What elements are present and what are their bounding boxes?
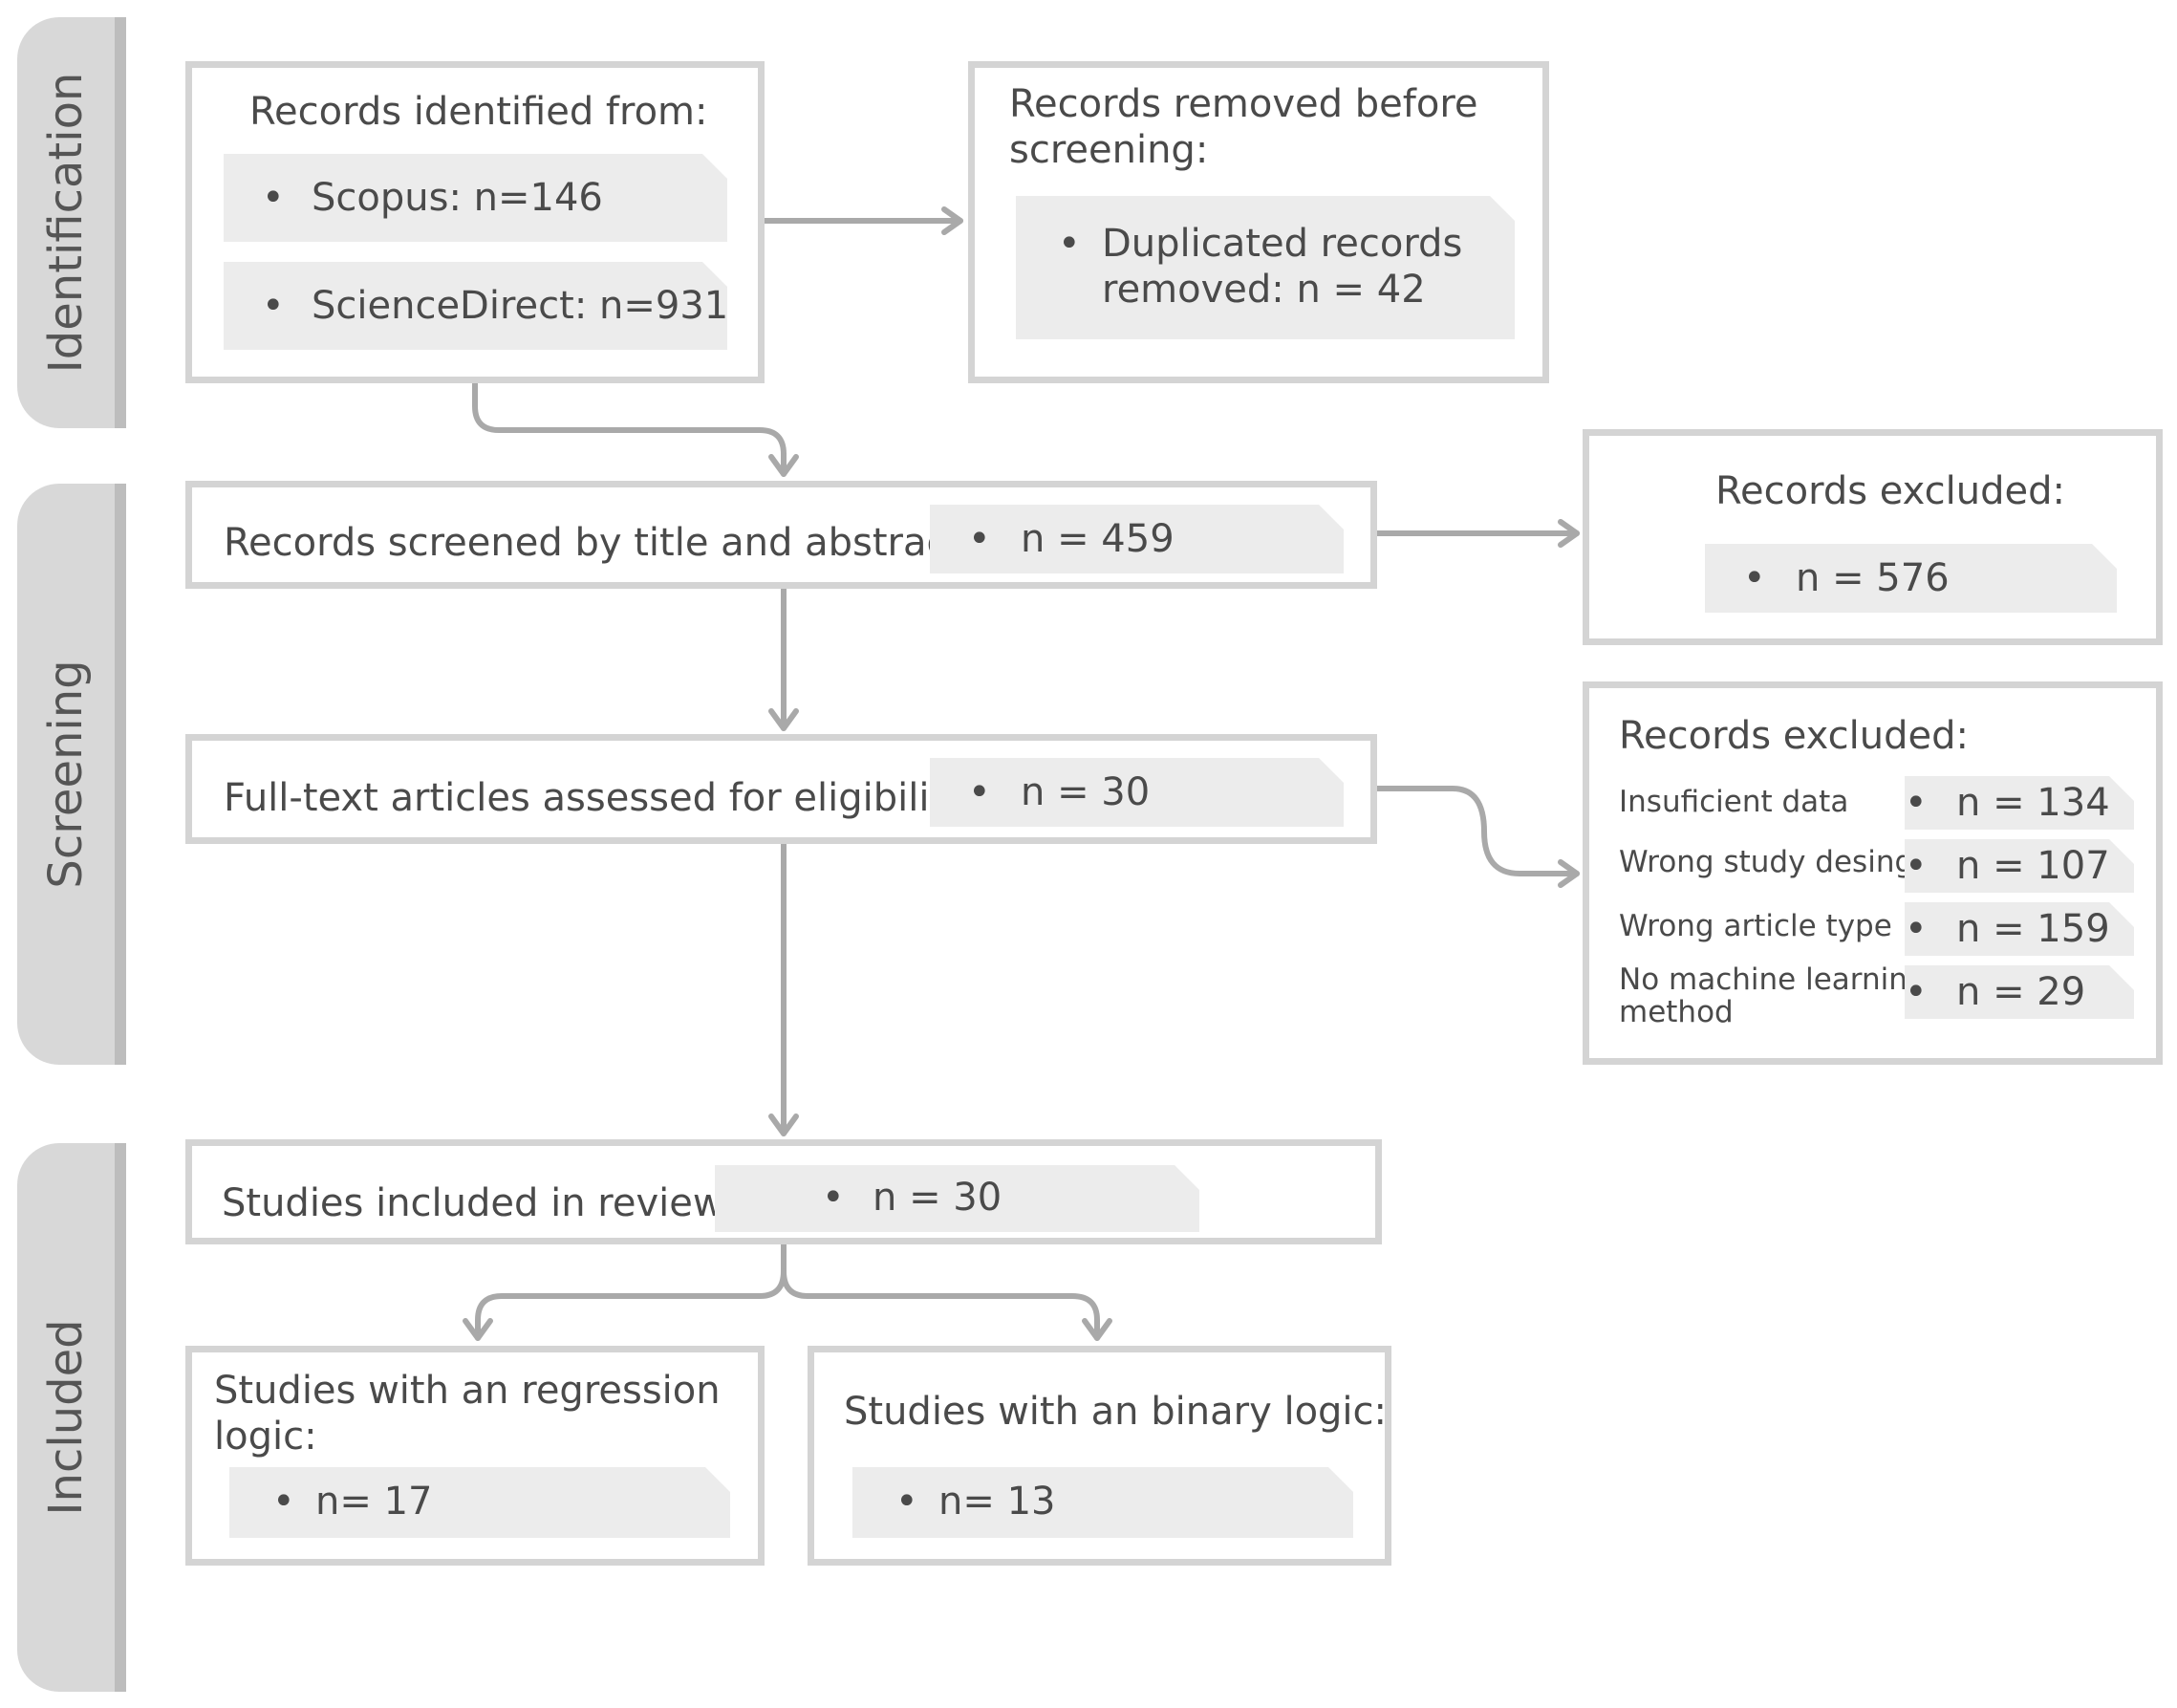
excluded2-box: Records excluded: Insuficient data • n =… xyxy=(1583,681,2163,1065)
reason-count: n = 159 xyxy=(1956,907,2110,951)
sciencedirect-count: ScienceDirect: n=931 xyxy=(312,284,729,328)
scopus-tag: • Scopus: n=146 xyxy=(224,154,727,242)
regression-box: Studies with an regression logic: • n= 1… xyxy=(185,1346,765,1566)
reason-label: Insuficient data xyxy=(1619,785,1849,819)
fulltext-box: Full-text articles assessed for eligibil… xyxy=(185,734,1377,844)
fulltext-title: Full-text articles assessed for eligibil… xyxy=(224,776,967,820)
arrowhead-regression xyxy=(463,1318,493,1341)
identified-title: Records identified from: xyxy=(249,90,708,134)
included-box: Studies included in review: • n = 30 xyxy=(185,1139,1382,1244)
regression-title-line1: Studies with an regression xyxy=(214,1369,721,1413)
reason-count: n = 107 xyxy=(1956,844,2110,888)
screened-count-tag: • n = 459 xyxy=(930,505,1344,573)
bullet-icon: • xyxy=(262,284,285,328)
arrow-fulltext-to-excluded xyxy=(1374,786,1580,876)
bullet-icon: • xyxy=(1905,907,1928,951)
screened-count: n = 459 xyxy=(1021,517,1175,561)
excluded2-title: Records excluded: xyxy=(1619,714,1969,758)
screened-title: Records screened by title and abstract: xyxy=(224,521,976,565)
reason-count: n = 134 xyxy=(1956,781,2110,825)
arrowhead-excluded2 xyxy=(1558,859,1580,888)
phase-screening: Screening xyxy=(17,484,126,1065)
excluded1-box: Records excluded: • n = 576 xyxy=(1583,429,2163,645)
bullet-icon: • xyxy=(1743,556,1766,600)
bullet-icon: • xyxy=(895,1480,918,1524)
bullet-icon: • xyxy=(1905,970,1928,1014)
excluded1-title: Records excluded: xyxy=(1715,469,2065,513)
reason-count-tag: • n = 159 xyxy=(1905,902,2134,956)
arrow-identified-to-screened xyxy=(472,380,787,477)
included-count-tag: • n = 30 xyxy=(715,1165,1199,1232)
scopus-count: Scopus: n=146 xyxy=(312,176,603,220)
arrow-included-split xyxy=(475,1242,787,1341)
sciencedirect-tag: • ScienceDirect: n=931 xyxy=(224,262,727,350)
bullet-icon: • xyxy=(272,1480,295,1524)
screened-box: Records screened by title and abstract: … xyxy=(185,481,1377,589)
included-count: n = 30 xyxy=(873,1176,1002,1220)
reason-count-tag: • n = 134 xyxy=(1905,776,2134,830)
reason-count-tag: • n = 29 xyxy=(1905,965,2134,1019)
reason-count: n = 29 xyxy=(1956,970,2086,1014)
reason-label: Wrong study desing xyxy=(1619,845,1914,879)
bullet-icon: • xyxy=(1905,781,1928,825)
excluded1-count-tag: • n = 576 xyxy=(1705,544,2117,613)
phase-included: Included xyxy=(17,1143,126,1692)
arrowhead-fulltext xyxy=(768,708,799,731)
binary-count: n= 13 xyxy=(938,1480,1056,1524)
arrowhead-excluded1 xyxy=(1558,519,1580,548)
excluded1-count: n = 576 xyxy=(1796,556,1950,600)
duplicates-tag: • Duplicated records removed: n = 42 xyxy=(1016,196,1515,339)
arrowhead-removed xyxy=(941,206,963,235)
regression-count-tag: • n= 17 xyxy=(229,1467,730,1538)
bullet-icon: • xyxy=(968,517,991,561)
reason-label-line1: No machine learning xyxy=(1619,962,1927,997)
regression-title-line2: logic: xyxy=(214,1415,317,1459)
removed-title-line1: Records removed before xyxy=(1009,82,1478,126)
binary-title: Studies with an binary logic: xyxy=(844,1390,1388,1434)
bullet-icon: • xyxy=(262,176,285,220)
fulltext-count: n = 30 xyxy=(1021,770,1151,814)
fulltext-count-tag: • n = 30 xyxy=(930,758,1344,827)
duplicates-line1: Duplicated records xyxy=(1102,222,1463,266)
identified-box: Records identified from: • Scopus: n=146… xyxy=(185,61,765,383)
reason-count-tag: • n = 107 xyxy=(1905,839,2134,893)
bullet-icon: • xyxy=(968,770,991,814)
reason-label-line2: method xyxy=(1619,995,1734,1029)
bullet-icon: • xyxy=(1905,844,1928,888)
included-title: Studies included in review: xyxy=(222,1181,735,1225)
phase-identification: Identification xyxy=(17,17,126,428)
bullet-icon: • xyxy=(1058,222,1081,266)
arrowhead-included xyxy=(768,1113,799,1136)
removed-title-line2: screening: xyxy=(1009,128,1209,172)
reason-label: Wrong article type xyxy=(1619,909,1892,943)
arrowhead-screened xyxy=(768,454,799,477)
duplicates-line2: removed: n = 42 xyxy=(1102,268,1426,312)
arrow-included-split-right xyxy=(781,1268,1100,1341)
arrowhead-binary xyxy=(1082,1318,1112,1341)
binary-box: Studies with an binary logic: • n= 13 xyxy=(808,1346,1391,1566)
bullet-icon: • xyxy=(822,1176,845,1220)
removed-box: Records removed before screening: • Dupl… xyxy=(968,61,1549,383)
regression-count: n= 17 xyxy=(315,1480,433,1524)
binary-count-tag: • n= 13 xyxy=(852,1467,1353,1538)
